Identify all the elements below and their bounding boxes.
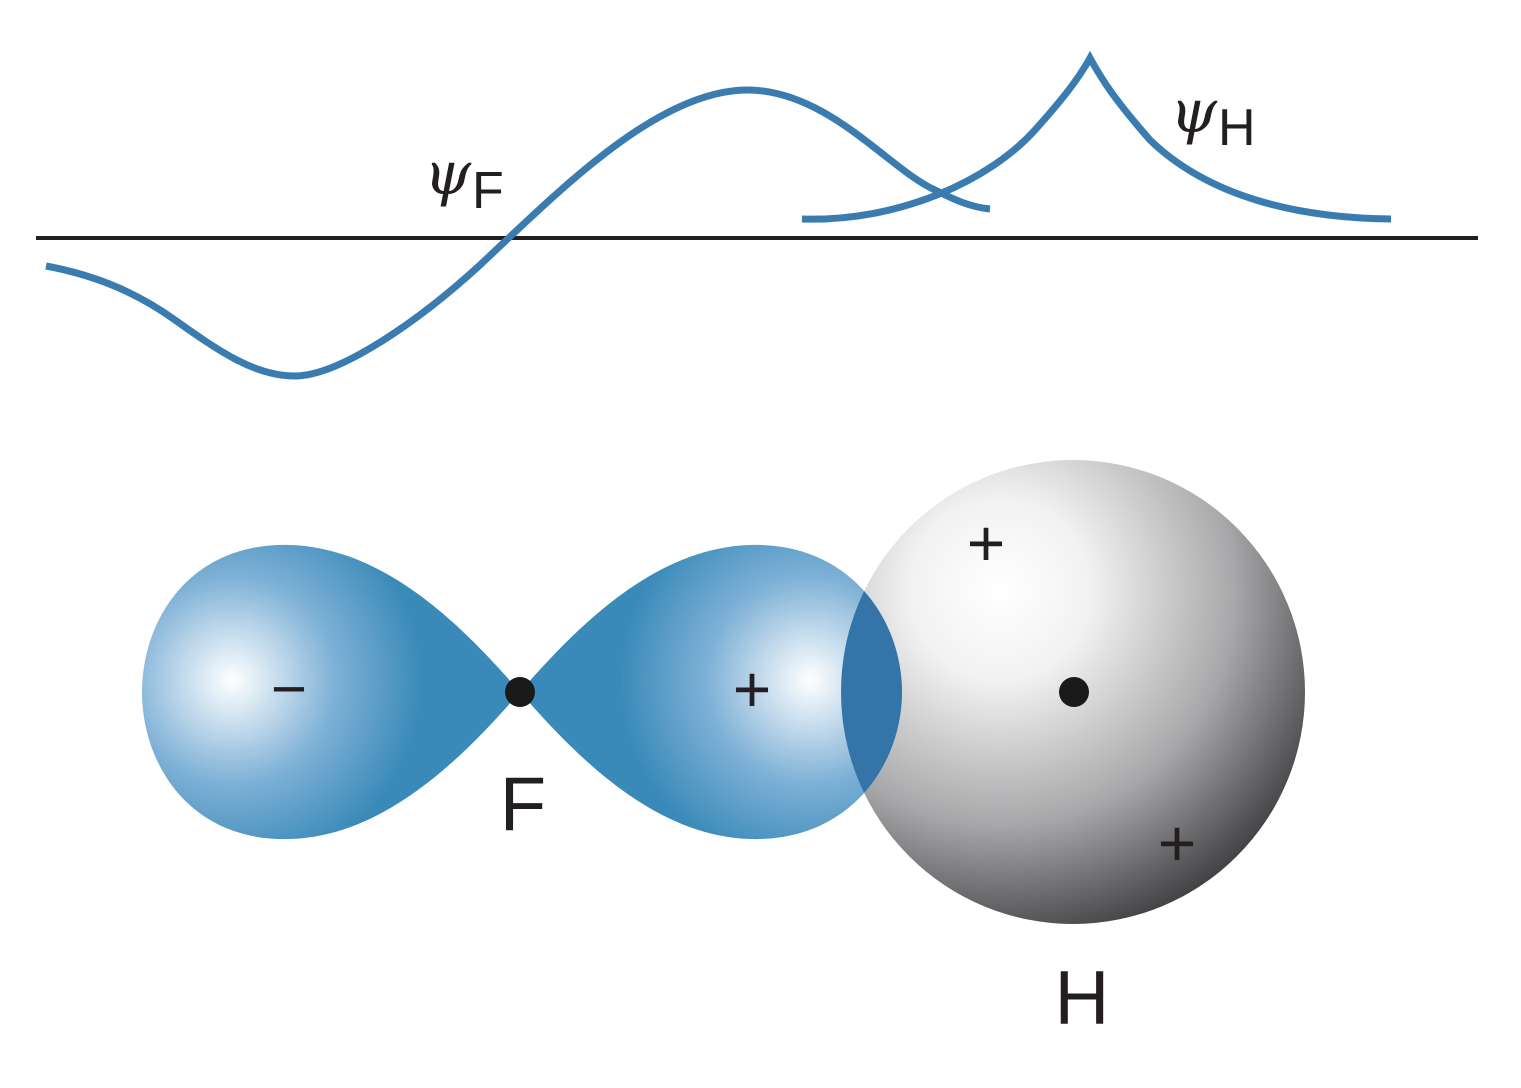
left-lobe-sign: − [271, 655, 307, 724]
atom-label-h: H [1055, 956, 1110, 1041]
psi-h-symbol: ψ [1170, 77, 1218, 147]
right-lobe-sign: + [733, 652, 772, 726]
psi-f-symbol: ψ [424, 139, 472, 209]
psi-h-subscript: H [1218, 99, 1256, 157]
fluorine-right-lobe [520, 544, 902, 840]
h-sign-lower: + [1158, 806, 1197, 880]
psi-f-subscript: F [472, 162, 504, 220]
atom-label-f: F [500, 762, 546, 847]
psi-h-curve [801, 50, 1392, 223]
psi-f-curve [45, 86, 991, 380]
hydrogen-nucleus [1059, 677, 1089, 707]
h-sign-upper: + [967, 506, 1006, 580]
fluorine-left-lobe [142, 544, 520, 840]
fluorine-nucleus [505, 677, 535, 707]
